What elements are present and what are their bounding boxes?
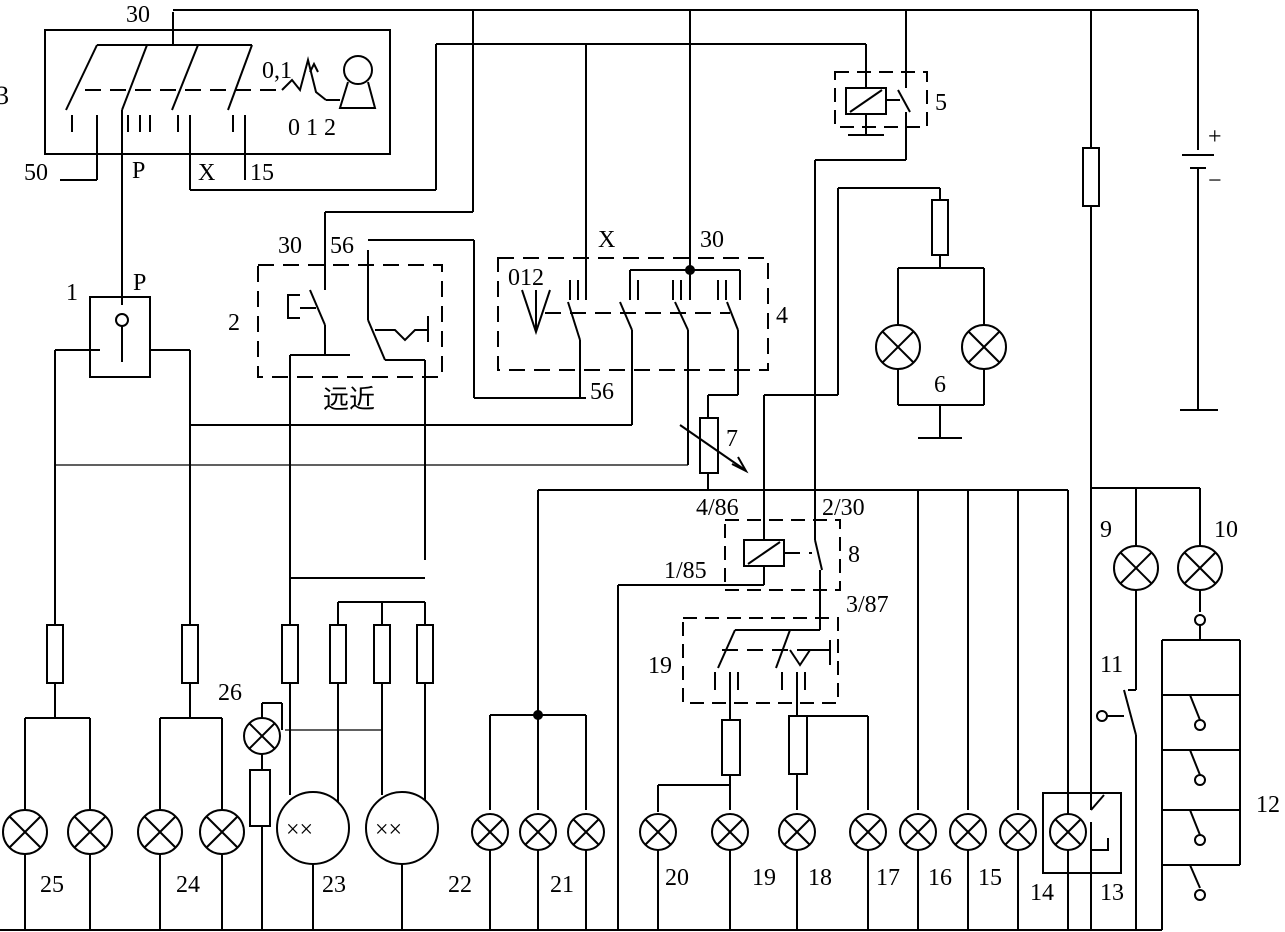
ignition-50-label: 50 <box>24 160 48 186</box>
dimmer-30-label: 30 <box>278 233 302 259</box>
relay-486-label: 4/86 <box>696 495 739 521</box>
relay-230-label: 2/30 <box>822 495 865 521</box>
lamp-25-label: 25 <box>40 872 64 898</box>
dimmer-switch-2 <box>257 239 586 578</box>
main-wires <box>172 9 1199 290</box>
lamp-group-6-label: 6 <box>934 372 946 398</box>
dimmer-beam-label: 远近 <box>323 385 375 415</box>
dimmer-56-label: 56 <box>330 233 354 259</box>
lamp-9-label: 9 <box>1100 517 1112 543</box>
ignition-switch-3 <box>44 29 391 305</box>
ignition-15-label: 15 <box>250 160 274 186</box>
light-x-label: X <box>598 227 615 253</box>
lamp-14-label: 14 <box>1030 880 1054 906</box>
light-012-label: 012 <box>508 265 544 291</box>
battery <box>1180 154 1218 411</box>
lamp-24-left <box>137 809 183 855</box>
light-switch-label: 4 <box>776 303 788 329</box>
headlamp-23-right: ×× <box>365 791 439 865</box>
switch-13-label: 13 <box>1100 880 1124 906</box>
lamp-21-left <box>519 813 557 851</box>
lamp-22-label: 22 <box>448 872 472 898</box>
lamp-15 <box>949 813 987 851</box>
lamp-19-label: 19 <box>752 865 776 891</box>
battery-minus: − <box>1208 168 1222 194</box>
relay-185-label: 1/85 <box>664 558 707 584</box>
lamp-20 <box>639 813 677 851</box>
lamp-18 <box>778 813 816 851</box>
switch-11-label: 11 <box>1100 652 1123 678</box>
lamp-10-label: 10 <box>1214 517 1238 543</box>
relay-8-label: 8 <box>848 542 860 568</box>
lamp-21-right <box>567 813 605 851</box>
lamp-16 <box>899 813 937 851</box>
parking-switch-1 <box>55 296 190 378</box>
relay-5 <box>814 71 928 540</box>
headlamp-23-label: 23 <box>322 872 346 898</box>
lamp-24-label: 24 <box>176 872 200 898</box>
light-56-label: 56 <box>590 379 614 405</box>
lower-left-wiring <box>24 350 434 930</box>
lamp-group-6 <box>837 187 1007 439</box>
lamp-20-label: 20 <box>665 865 689 891</box>
lamp-25-right <box>67 809 113 855</box>
ignition-x-label: X <box>198 160 215 186</box>
ignition-p-label: P <box>132 158 145 184</box>
parking-switch-p-label: P <box>133 270 146 296</box>
lamp-25-left <box>2 809 48 855</box>
ignition-01-label: 0,1 <box>262 58 292 84</box>
dimmer-switch-label: 2 <box>228 310 240 336</box>
lamp-9 <box>1113 545 1159 591</box>
svg-text:××: ×× <box>286 817 313 843</box>
lamp-22 <box>471 813 509 851</box>
lamp-19 <box>711 813 749 851</box>
lamp-24-right <box>199 809 245 855</box>
lamp-15-label: 15 <box>978 865 1002 891</box>
relay-387-label: 3/87 <box>846 592 889 618</box>
lamp-17 <box>849 813 887 851</box>
svg-text:××: ×× <box>375 817 402 843</box>
lamp-15b <box>999 813 1037 851</box>
lamp-10 <box>1177 545 1223 591</box>
ignition-switch-label: 3 <box>0 81 9 110</box>
switch-19 <box>682 617 839 716</box>
ground-bus <box>0 850 1162 931</box>
switch-19-label: 19 <box>648 653 672 679</box>
right-wiring <box>1091 487 1241 930</box>
switch-group-12-label: 12 <box>1256 792 1280 818</box>
lamp-21-label: 21 <box>550 872 574 898</box>
headlamp-23-left: ×× <box>276 791 350 865</box>
light-switch-4 <box>497 257 769 465</box>
battery-plus: + <box>1208 124 1222 150</box>
lamp-16-label: 16 <box>928 865 952 891</box>
relay-8 <box>537 395 1068 930</box>
relay-5-label: 5 <box>935 90 947 116</box>
rheostat-7-label: 7 <box>726 426 738 452</box>
ignition-30-label: 30 <box>126 2 150 28</box>
rheostat-7 <box>55 394 838 490</box>
lamp-26-label: 26 <box>218 680 242 706</box>
lamp-18-label: 18 <box>808 865 832 891</box>
lamp-26 <box>243 717 281 755</box>
ignition-positions-label: 0 1 2 <box>288 115 336 141</box>
light-30-label: 30 <box>700 227 724 253</box>
lamp-17-label: 17 <box>876 865 900 891</box>
lamp-14-with-switch-13 <box>1042 488 1122 930</box>
lower-mid-wiring <box>489 490 1069 930</box>
parking-switch-label: 1 <box>66 280 78 306</box>
